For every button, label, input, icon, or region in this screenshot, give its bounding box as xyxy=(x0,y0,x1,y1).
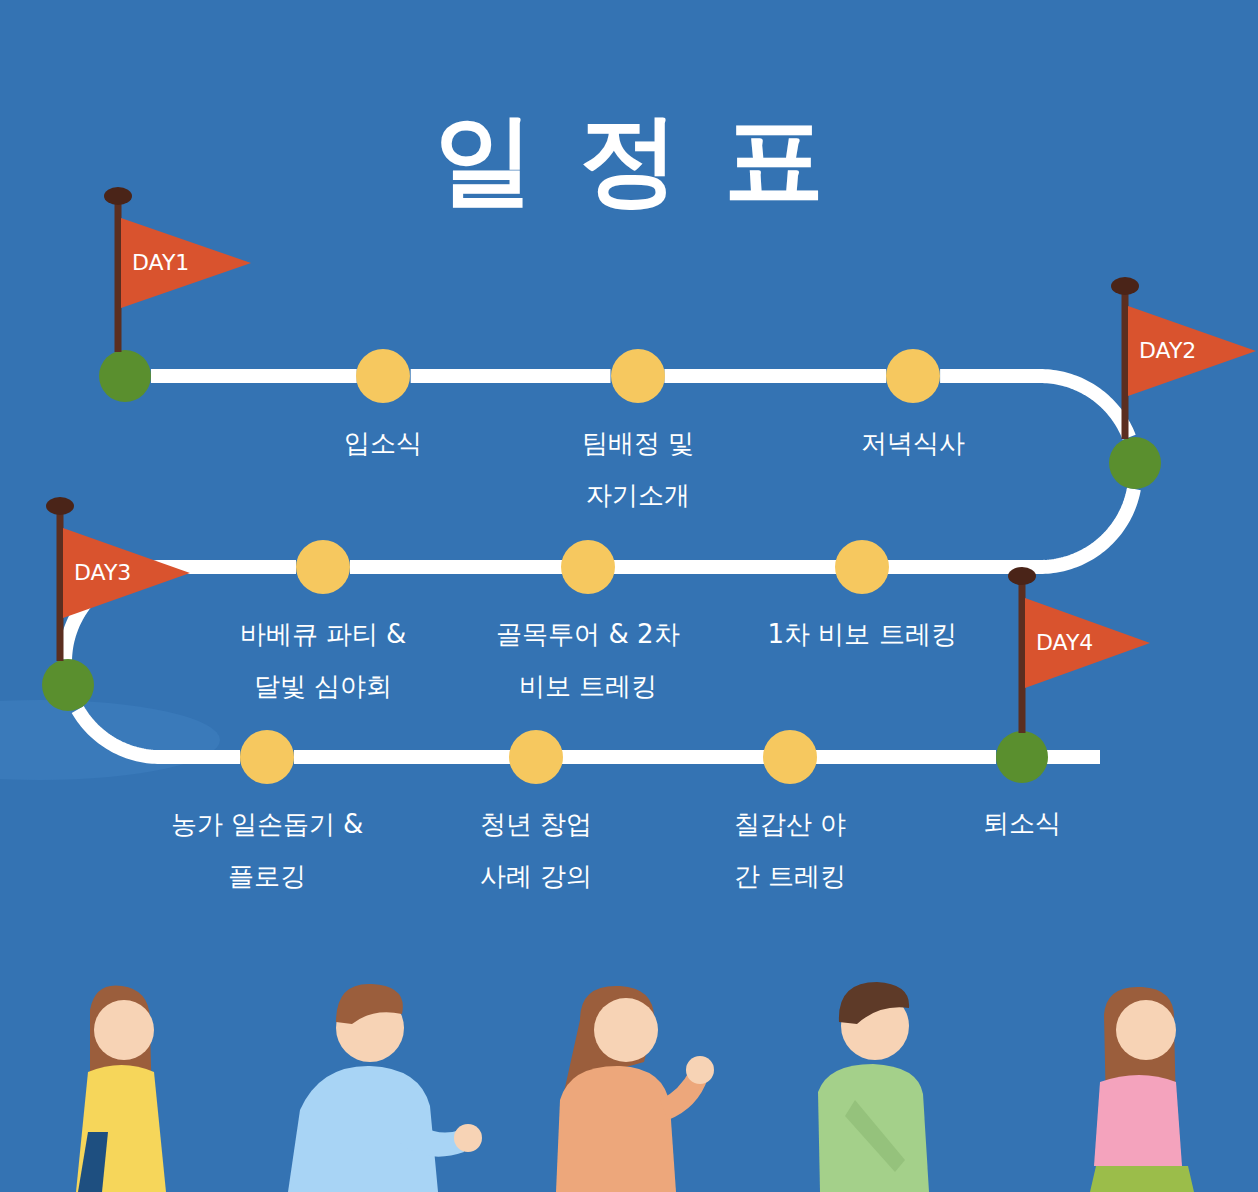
event-label: 바베큐 파티 & 달빛 심야회 xyxy=(232,608,414,712)
walker xyxy=(288,984,482,1192)
flag-pole xyxy=(57,506,64,661)
shirt xyxy=(76,1065,166,1192)
flag-cloth xyxy=(1128,306,1256,396)
schedule-stop: 청년 창업 사례 강의 xyxy=(509,730,563,784)
shirt xyxy=(818,1064,929,1192)
day-label: DAY3 xyxy=(74,562,131,584)
road-segment xyxy=(151,369,357,383)
event-label: 농가 일손돕기 & 플로깅 xyxy=(168,798,366,902)
shirt xyxy=(556,1066,676,1192)
event-label: 칠갑산 야간 트레킹 xyxy=(725,798,855,902)
schedule-stop: 바베큐 파티 & 달빛 심야회 xyxy=(296,540,350,594)
head xyxy=(94,1000,154,1060)
flag-pole xyxy=(115,196,122,352)
road-segment xyxy=(816,750,996,764)
hair xyxy=(336,984,403,1024)
hand xyxy=(454,1124,482,1152)
event-label: 저녁식사 xyxy=(835,417,991,469)
road-segment xyxy=(940,376,1129,437)
head xyxy=(1116,1000,1176,1060)
schedule-stop: 입소식 xyxy=(356,349,410,403)
schedule-stop: 저녁식사 xyxy=(886,349,940,403)
arm xyxy=(394,1110,464,1157)
event-label: 골목투어 & 2차 비보 트레킹 xyxy=(484,608,692,712)
event-label: 팀배정 및 자기소개 xyxy=(573,417,703,521)
head xyxy=(594,998,658,1062)
day-label: DAY2 xyxy=(1139,340,1196,362)
road-segment xyxy=(664,369,886,383)
hair xyxy=(839,982,909,1024)
schedule-stop: 골목투어 & 2차 비보 트레킹 xyxy=(561,540,615,594)
schedule-stop: 칠갑산 야간 트레킹 xyxy=(763,730,817,784)
road-segment xyxy=(614,560,836,574)
road-segment xyxy=(350,560,562,574)
flag-cloth xyxy=(63,528,190,618)
walker xyxy=(1090,987,1194,1192)
hand xyxy=(686,1056,714,1084)
schedule-stop: 1차 비보 트레킹 xyxy=(835,540,889,594)
day-marker: DAY4퇴소식 xyxy=(996,731,1048,783)
day-label: DAY1 xyxy=(132,252,189,274)
road-segment xyxy=(411,369,611,383)
road-segment xyxy=(888,489,1134,567)
flag-pole xyxy=(1122,286,1129,439)
flag-cloth xyxy=(1025,598,1150,688)
flag xyxy=(1022,757,1023,758)
flag xyxy=(125,376,126,377)
day-marker: DAY2 xyxy=(1109,437,1161,489)
flag xyxy=(1135,463,1136,464)
flag-cloth xyxy=(121,218,251,308)
schedule-stop: 농가 일손돕기 & 플로깅 xyxy=(240,730,294,784)
walker xyxy=(818,982,929,1192)
page-title: 일정표 xyxy=(0,100,1258,220)
event-label: 청년 창업 사례 강의 xyxy=(471,798,601,902)
road-segment xyxy=(294,750,510,764)
pole-knob xyxy=(1008,567,1036,585)
pole-knob xyxy=(46,497,74,515)
day-marker: DAY3 xyxy=(42,659,94,711)
walker xyxy=(76,986,166,1192)
event-label: 1차 비보 트레킹 xyxy=(763,608,961,660)
skirt xyxy=(1090,1166,1194,1192)
pole-knob xyxy=(1111,277,1139,295)
walker xyxy=(556,986,714,1192)
day-marker: DAY1 xyxy=(99,350,151,402)
event-label: 퇴소식 xyxy=(957,797,1087,849)
day-label: DAY4 xyxy=(1036,632,1093,654)
arm xyxy=(845,1100,905,1172)
pole-knob xyxy=(104,187,132,205)
road-segment xyxy=(562,750,764,764)
schedule-stop: 팀배정 및 자기소개 xyxy=(611,349,665,403)
arm xyxy=(78,1132,108,1192)
flag xyxy=(68,685,69,686)
road-segment xyxy=(78,710,240,758)
shirt xyxy=(1094,1075,1182,1166)
flag-pole xyxy=(1019,576,1026,733)
event-label: 입소식 xyxy=(318,417,448,469)
